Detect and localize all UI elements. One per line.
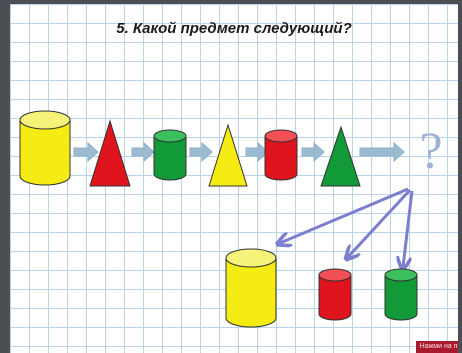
pointer-arrow-to-option-1	[280, 187, 409, 243]
sequence-arrows	[73, 141, 405, 163]
pattern-scene: ?	[19, 110, 443, 328]
answer-option-yellow-cylinder[interactable]	[225, 248, 277, 328]
question-mark: ?	[419, 123, 442, 180]
flow-arrow-1	[73, 141, 99, 163]
flow-arrow-3	[189, 141, 213, 163]
flow-arrow-4	[245, 141, 269, 163]
pointer-arrows	[280, 187, 414, 267]
slide-canvas: 5. Какой предмет следующий?	[10, 4, 458, 353]
sequence-item-5-red-cylinder	[264, 129, 298, 181]
hint-button[interactable]: Нажми на предм	[415, 341, 458, 353]
sequence-item-1-yellow-cylinder	[19, 110, 71, 186]
flow-arrow-5	[301, 141, 325, 163]
flow-arrow-2	[131, 141, 155, 163]
sequence-item-4-yellow-cone	[208, 123, 248, 187]
page-title: 5. Какой предмет следующий?	[116, 20, 352, 37]
answer-option-green-cylinder[interactable]	[384, 268, 418, 321]
pointer-arrow-to-option-2	[348, 188, 412, 257]
sequence-item-2-red-cone	[89, 119, 131, 187]
answer-option-red-cylinder[interactable]	[318, 268, 352, 321]
pointer-arrow-to-option-3	[403, 190, 414, 267]
sequence-item-6-green-cone	[320, 125, 361, 187]
flow-arrow-6	[359, 141, 405, 163]
sequence-item-3-green-cylinder	[153, 129, 187, 181]
